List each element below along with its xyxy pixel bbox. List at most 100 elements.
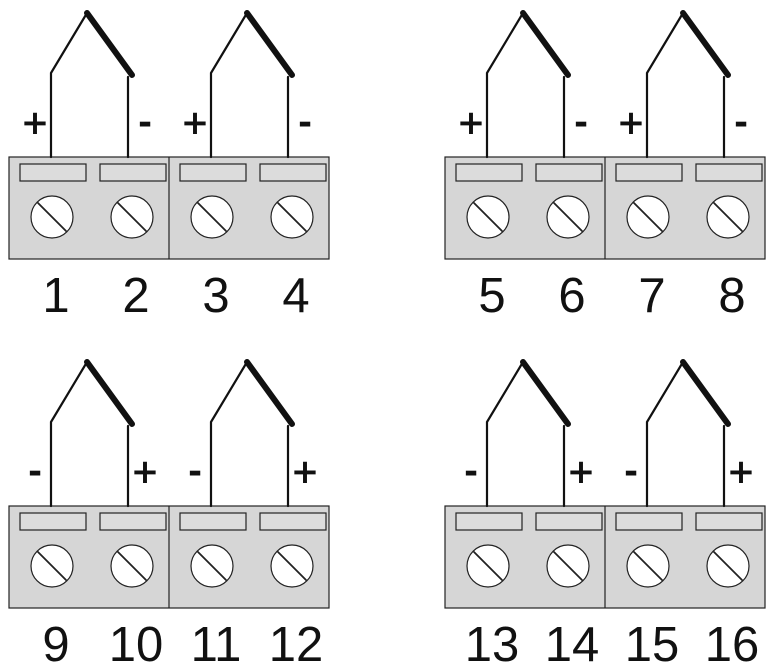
thermocouple-pair: 7+8- — [604, 10, 763, 323]
terminal-label-slot — [615, 512, 683, 531]
polarity-plus: + — [457, 103, 486, 143]
terminal: 3+ — [179, 103, 247, 323]
thermocouple-junction — [680, 359, 731, 427]
terminal: 8- — [695, 103, 763, 323]
terminal: 13 - — [455, 452, 523, 666]
polarity-plus: + — [291, 452, 320, 492]
polarity-minus: - — [188, 452, 202, 492]
screw-slot — [197, 551, 227, 581]
screw-slot — [197, 202, 227, 232]
terminal-number: 4 — [282, 269, 309, 323]
terminal-label-slot — [99, 512, 167, 531]
terminal-number: 2 — [122, 269, 149, 323]
polarity-minus: - — [574, 103, 588, 143]
thermocouple-junction — [84, 10, 135, 78]
terminal-label-slot — [535, 163, 603, 182]
thermocouple-pair: 13 - 14 + — [455, 359, 603, 666]
terminal: 5+ — [455, 103, 523, 323]
polarity-plus: + — [727, 452, 756, 492]
thermocouple-pair: 11 - 12 + — [168, 359, 327, 666]
thermocouple-wire — [209, 360, 251, 508]
screw-slot — [713, 202, 743, 232]
polarity-minus: - — [138, 103, 152, 143]
terminal-label-slot — [455, 512, 523, 531]
terminal-number: 6 — [558, 269, 585, 323]
terminal: 2- — [99, 103, 167, 323]
polarity-minus: - — [298, 103, 312, 143]
thermocouple-pair: 5+6- — [455, 10, 603, 323]
thermocouple-pair: 15 - 16 + — [604, 359, 763, 666]
terminal: 7+ — [615, 103, 683, 323]
terminal-label-slot — [19, 163, 87, 182]
polarity-minus: - — [464, 452, 478, 492]
terminal-label-slot — [455, 163, 523, 182]
screw-slot — [633, 551, 663, 581]
terminal: 6- — [535, 103, 603, 323]
terminal: 4- — [259, 103, 327, 323]
thermocouple-wire — [645, 11, 687, 159]
terminal-number: 16 — [705, 618, 760, 666]
terminal-group: 13 - 14 +15 - 16 + — [444, 359, 766, 666]
polarity-minus: - — [28, 452, 42, 492]
thermocouple-wire — [209, 11, 251, 159]
terminal-number: 15 — [625, 618, 680, 666]
terminal-label-slot — [535, 512, 603, 531]
terminal-number: 3 — [202, 269, 229, 323]
screw-slot — [37, 202, 67, 232]
terminal-label-slot — [615, 163, 683, 182]
terminal: 16 + — [695, 452, 763, 666]
screw-slot — [473, 202, 503, 232]
terminal-number: 1 — [42, 269, 69, 323]
thermocouple-junction — [680, 10, 731, 78]
screw-slot — [553, 551, 583, 581]
terminal: 10 + — [99, 452, 167, 666]
terminal-group: 5+6-7+8- — [444, 10, 766, 323]
polarity-minus: - — [624, 452, 638, 492]
terminal-number: 11 — [191, 618, 242, 666]
screw-slot — [553, 202, 583, 232]
thermocouple-junction — [520, 10, 571, 78]
terminal-label-slot — [179, 163, 247, 182]
thermocouple-wire — [485, 360, 527, 508]
thermocouple-wire — [49, 11, 91, 159]
screw-slot — [117, 202, 147, 232]
terminal-number: 7 — [638, 269, 665, 323]
terminal-number: 13 — [465, 618, 520, 666]
screw-slot — [713, 551, 743, 581]
screw-slot — [633, 202, 663, 232]
screw-slot — [473, 551, 503, 581]
terminal-number: 9 — [42, 618, 69, 666]
terminal-label-slot — [179, 512, 247, 531]
thermocouple-pair: 1+2- — [19, 10, 167, 323]
terminal-number: 10 — [109, 618, 164, 666]
terminal-number: 14 — [545, 618, 600, 666]
terminal-label-slot — [259, 163, 327, 182]
terminal: 15 - — [615, 452, 683, 666]
thermocouple-wire — [49, 360, 91, 508]
thermocouple-wire — [645, 360, 687, 508]
thermocouple-wire — [485, 11, 527, 159]
thermocouple-pair: 9 - 10 + — [19, 359, 167, 666]
screw-slot — [277, 551, 307, 581]
terminal-label-slot — [99, 163, 167, 182]
screw-slot — [117, 551, 147, 581]
terminal: 14 + — [535, 452, 603, 666]
terminal-label-slot — [695, 163, 763, 182]
terminal: 11 - — [179, 452, 247, 666]
thermocouple-pair: 3+4- — [168, 10, 327, 323]
terminal-label-slot — [19, 512, 87, 531]
terminal-label-slot — [695, 512, 763, 531]
polarity-plus: + — [181, 103, 210, 143]
polarity-minus: - — [734, 103, 748, 143]
polarity-plus: + — [131, 452, 160, 492]
polarity-plus: + — [567, 452, 596, 492]
terminal: 1+ — [19, 103, 87, 323]
terminal-label-slot — [259, 512, 327, 531]
screw-slot — [37, 551, 67, 581]
thermocouple-junction — [244, 10, 295, 78]
terminal-number: 12 — [269, 618, 324, 666]
thermocouple-junction — [520, 359, 571, 427]
screw-slot — [277, 202, 307, 232]
thermocouple-junction — [84, 359, 135, 427]
